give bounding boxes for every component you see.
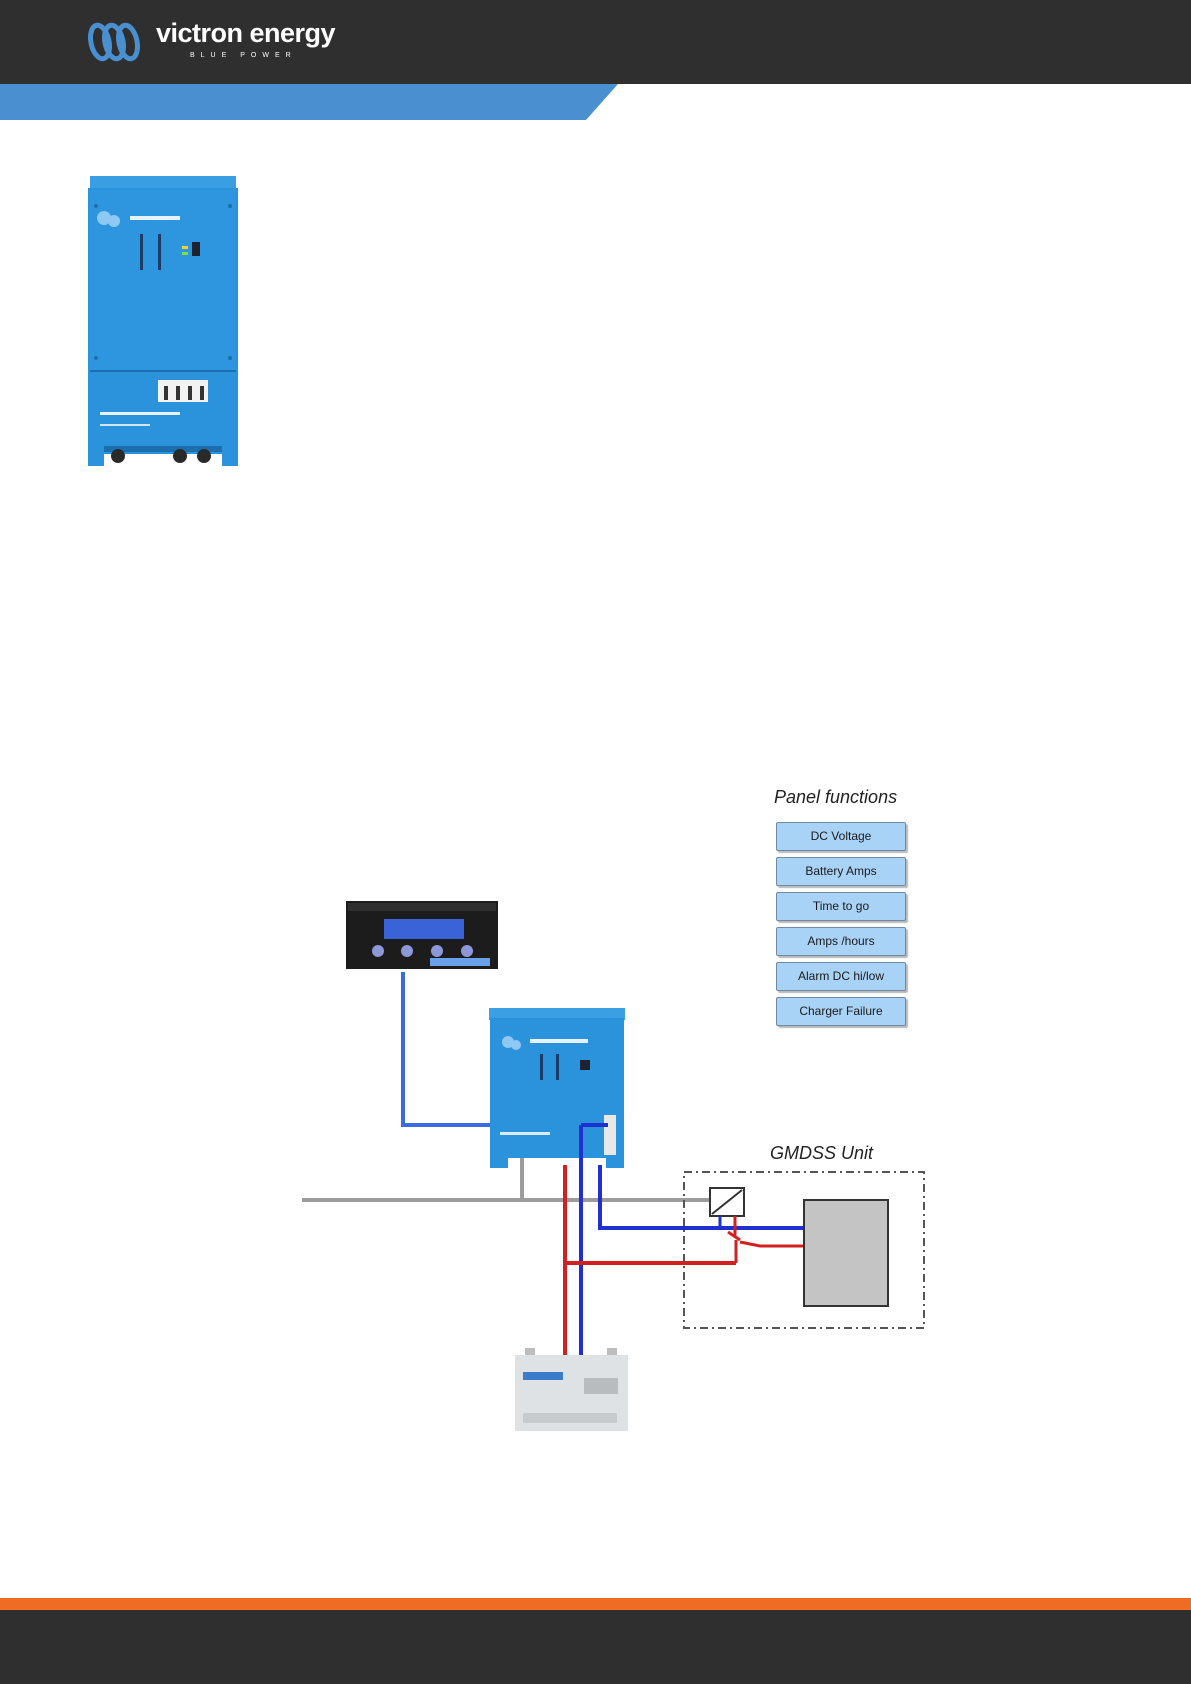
victron-logo-icon	[88, 22, 140, 62]
panel-function-alarm-dc: Alarm DC hi/low	[776, 962, 906, 991]
brand-name: victron energy	[156, 18, 336, 48]
panel-function-dc-voltage: DC Voltage	[776, 822, 906, 851]
panel-functions-list: DC Voltage Battery Amps Time to go Amps …	[776, 822, 906, 1032]
charger-diagram-image	[489, 1008, 625, 1168]
header-bar	[0, 0, 1191, 84]
panel-function-time-to-go: Time to go	[776, 892, 906, 921]
panel-function-charger-failure: Charger Failure	[776, 997, 906, 1026]
charger-product-image	[88, 176, 238, 466]
panel-function-amp-hours: Amps /hours	[776, 927, 906, 956]
footer-orange-stripe	[0, 1598, 1191, 1610]
brand-tagline: BLUE POWER	[190, 52, 297, 59]
battery-image	[515, 1348, 628, 1431]
gmdss-unit-title: GMDSS Unit	[770, 1143, 874, 1163]
panel-function-battery-amps: Battery Amps	[776, 857, 906, 886]
brand-logo[interactable]: victron energy BLUE POWER	[84, 18, 344, 66]
control-panel-image	[346, 901, 498, 969]
header-blue-band	[0, 84, 618, 120]
wiring-diagram	[302, 901, 925, 1431]
panel-functions-title: Panel functions	[774, 787, 898, 807]
footer-bar	[0, 1610, 1191, 1684]
